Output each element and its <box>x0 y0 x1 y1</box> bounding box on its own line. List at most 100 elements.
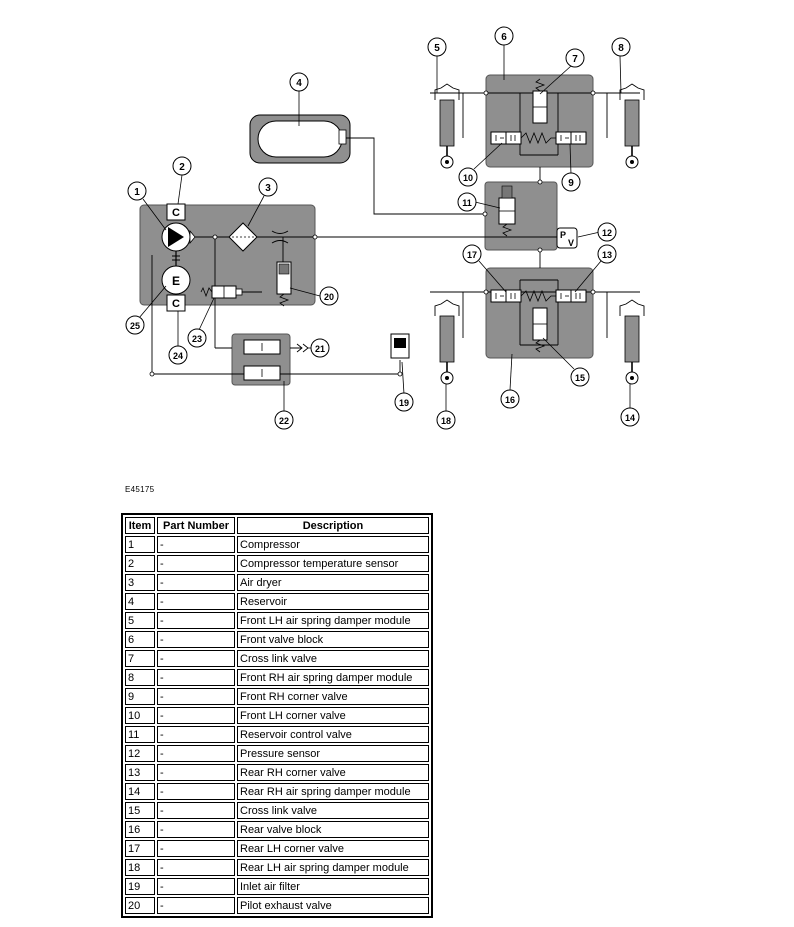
svg-text:5: 5 <box>434 43 440 54</box>
rear-cross-link-valve <box>532 307 548 353</box>
cell-part-number: - <box>157 859 235 876</box>
rear-spring <box>520 289 556 303</box>
table-row: 13-Rear RH corner valve <box>125 764 429 781</box>
front-lh-damper <box>434 83 460 169</box>
cell-part-number: - <box>157 745 235 762</box>
callout-3: 3 <box>258 177 278 197</box>
callout-18: 18 <box>436 410 456 430</box>
silencer-symbols <box>243 339 309 381</box>
table-row: 17-Rear LH corner valve <box>125 840 429 857</box>
front-spring <box>520 131 556 145</box>
cell-item: 20 <box>125 897 155 914</box>
callout-7: 7 <box>565 48 585 68</box>
callout-5: 5 <box>427 37 447 57</box>
cell-item: 19 <box>125 878 155 895</box>
cell-part-number: - <box>157 612 235 629</box>
cell-item: 3 <box>125 574 155 591</box>
cell-item: 7 <box>125 650 155 667</box>
cell-description: Reservoir <box>237 593 429 610</box>
cell-item: 16 <box>125 821 155 838</box>
cell-part-number: - <box>157 593 235 610</box>
cell-part-number: - <box>157 764 235 781</box>
cell-description: Front LH air spring damper module <box>237 612 429 629</box>
cell-part-number: - <box>157 897 235 914</box>
cell-part-number: - <box>157 707 235 724</box>
parts-table: Item Part Number Description 1-Compresso… <box>121 513 433 918</box>
table-header-row: Item Part Number Description <box>125 517 429 534</box>
cell-item: 1 <box>125 536 155 553</box>
callout-19: 19 <box>394 392 414 412</box>
cell-description: Reservoir control valve <box>237 726 429 743</box>
callout-12: 12 <box>597 222 617 242</box>
inlet-filter-symbol <box>390 333 410 359</box>
callout-4: 4 <box>289 72 309 92</box>
callout-16: 16 <box>500 389 520 409</box>
table-row: 1-Compressor <box>125 536 429 553</box>
svg-text:15: 15 <box>575 373 585 383</box>
cell-description: Front LH corner valve <box>237 707 429 724</box>
callout-23: 23 <box>187 328 207 348</box>
cell-description: Pilot exhaust valve <box>237 897 429 914</box>
svg-text:6: 6 <box>501 32 507 43</box>
cell-description: Cross link valve <box>237 650 429 667</box>
svg-text:13: 13 <box>602 250 612 260</box>
svg-text:12: 12 <box>602 228 612 238</box>
svg-text:1: 1 <box>134 187 140 198</box>
motor-letter: E <box>172 274 180 288</box>
cell-description: Cross link valve <box>237 802 429 819</box>
sensor-letter: C <box>172 207 180 219</box>
table-row: 5-Front LH air spring damper module <box>125 612 429 629</box>
compressor-valve-symbol <box>200 285 243 299</box>
svg-text:18: 18 <box>441 416 451 426</box>
callout-10: 10 <box>458 167 478 187</box>
callout-1: 1 <box>127 181 147 201</box>
cell-part-number: - <box>157 631 235 648</box>
pilot-exhaust-valve-symbol <box>276 261 292 307</box>
cell-item: 12 <box>125 745 155 762</box>
callout-25: 25 <box>125 315 145 335</box>
header-item: Item <box>125 517 155 534</box>
cell-description: Rear RH corner valve <box>237 764 429 781</box>
svg-text:11: 11 <box>462 198 472 208</box>
svg-text:8: 8 <box>618 43 624 54</box>
cell-item: 4 <box>125 593 155 610</box>
callout-24: 24 <box>168 345 188 365</box>
callout-21: 21 <box>310 338 330 358</box>
table-row: 9-Front RH corner valve <box>125 688 429 705</box>
cell-description: Rear valve block <box>237 821 429 838</box>
leader-lines <box>138 45 631 411</box>
svg-text:17: 17 <box>467 250 477 260</box>
cell-part-number: - <box>157 555 235 572</box>
cell-description: Inlet air filter <box>237 878 429 895</box>
table-row: 11-Reservoir control valve <box>125 726 429 743</box>
cell-part-number: - <box>157 802 235 819</box>
cell-item: 9 <box>125 688 155 705</box>
cell-part-number: - <box>157 669 235 686</box>
cell-description: Rear RH air spring damper module <box>237 783 429 800</box>
svg-text:9: 9 <box>568 178 574 189</box>
cell-description: Air dryer <box>237 574 429 591</box>
temperature-sensor-symbol: C <box>166 203 186 221</box>
cell-part-number: - <box>157 840 235 857</box>
front-rh-corner-valve <box>555 131 587 145</box>
cell-item: 10 <box>125 707 155 724</box>
cell-item: 14 <box>125 783 155 800</box>
table-row: 4-Reservoir <box>125 593 429 610</box>
cell-description: Pressure sensor <box>237 745 429 762</box>
svg-text:21: 21 <box>315 344 325 354</box>
table-row: 14-Rear RH air spring damper module <box>125 783 429 800</box>
table-row: 18-Rear LH air spring damper module <box>125 859 429 876</box>
cell-item: 11 <box>125 726 155 743</box>
svg-text:23: 23 <box>192 334 202 344</box>
cell-description: Rear LH air spring damper module <box>237 859 429 876</box>
reservoir-control-valve-symbol <box>498 185 516 237</box>
reservoir <box>249 114 351 164</box>
cell-description: Compressor <box>237 536 429 553</box>
pressure-sensor-symbol: P V <box>556 227 578 249</box>
cell-part-number: - <box>157 783 235 800</box>
svg-text:24: 24 <box>173 351 183 361</box>
cell-item: 18 <box>125 859 155 876</box>
cell-item: 17 <box>125 840 155 857</box>
cell-description: Front RH corner valve <box>237 688 429 705</box>
